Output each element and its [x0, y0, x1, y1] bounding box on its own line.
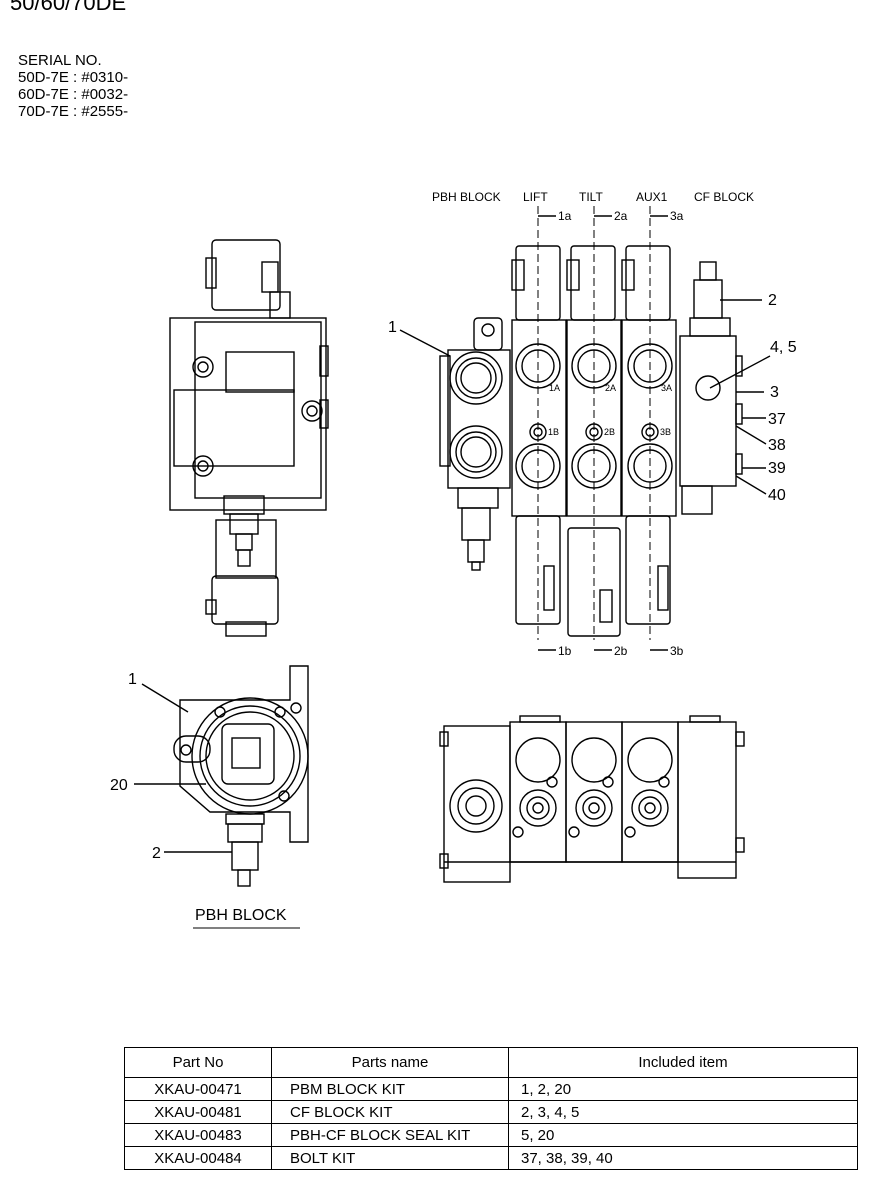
part-no: XKAU-00471	[124, 1077, 272, 1101]
valve-drawing: PBH BLOCK LIFT TILT AUX1 CF BLOCK 1a 2a …	[110, 190, 797, 929]
callout: 37	[768, 411, 786, 428]
port-label: 1A	[549, 383, 560, 393]
column-header: Included item	[508, 1047, 858, 1078]
included-items: 5, 20	[508, 1123, 858, 1147]
table-row: XKAU-00471 PBM BLOCK KIT 1, 2, 20	[124, 1077, 858, 1101]
port-label: 3a	[670, 209, 684, 223]
front-view	[399, 206, 771, 651]
table-row: XKAU-00483 PBH-CF BLOCK SEAL KIT 5, 20	[124, 1123, 858, 1147]
callout: 2	[768, 292, 777, 309]
port-label: 1a	[558, 209, 572, 223]
serial-line: 50D-7E : #0310-	[18, 69, 129, 86]
port-label: 3b	[670, 644, 684, 658]
page-title: 50/60/70DE	[10, 0, 127, 15]
pbh-block-caption: PBH BLOCK	[195, 907, 287, 924]
callout: 4, 5	[770, 339, 797, 356]
label-cf-block: CF BLOCK	[694, 190, 754, 204]
part-name: CF BLOCK KIT	[271, 1100, 509, 1124]
port-label: 1b	[558, 644, 572, 658]
part-name: BOLT KIT	[271, 1146, 509, 1170]
callout: 38	[768, 437, 786, 454]
table-row: XKAU-00484 BOLT KIT 37, 38, 39, 40	[124, 1146, 858, 1170]
column-header: Part No	[124, 1047, 272, 1078]
serial-heading: SERIAL NO.	[18, 52, 102, 69]
parts-table: Part No Parts name Included item XKAU-00…	[124, 1047, 858, 1170]
part-name: PBH-CF BLOCK SEAL KIT	[271, 1123, 509, 1147]
part-no: XKAU-00483	[124, 1123, 272, 1147]
side-view	[169, 239, 329, 637]
callout: 1	[388, 319, 397, 336]
callout: 1	[128, 671, 137, 688]
port-label: 2a	[614, 209, 628, 223]
callout: 40	[768, 487, 786, 504]
callout: 20	[110, 777, 128, 794]
port-label: 2A	[605, 383, 616, 393]
part-name: PBM BLOCK KIT	[271, 1077, 509, 1101]
included-items: 2, 3, 4, 5	[508, 1100, 858, 1124]
table-row: XKAU-00481 CF BLOCK KIT 2, 3, 4, 5	[124, 1100, 858, 1124]
callout: 39	[768, 460, 786, 477]
label-tilt: TILT	[579, 190, 603, 204]
serial-number-block: SERIAL NO. 50D-7E : #0310- 60D-7E : #003…	[18, 52, 128, 120]
callout: 2	[152, 845, 161, 862]
port-label: 3A	[661, 383, 672, 393]
label-pbh-block: PBH BLOCK	[432, 190, 501, 204]
part-no: XKAU-00481	[124, 1100, 272, 1124]
label-aux1: AUX1	[636, 190, 668, 204]
table-header-row: Part No Parts name Included item	[124, 1047, 858, 1078]
port-label: 1B	[548, 427, 559, 437]
port-label: 2b	[614, 644, 628, 658]
included-items: 1, 2, 20	[508, 1077, 858, 1101]
label-lift: LIFT	[523, 190, 548, 204]
included-items: 37, 38, 39, 40	[508, 1146, 858, 1170]
bottom-view	[439, 715, 745, 883]
serial-line: 70D-7E : #2555-	[18, 103, 129, 120]
callout: 3	[770, 384, 779, 401]
part-no: XKAU-00484	[124, 1146, 272, 1170]
port-label: 3B	[660, 427, 671, 437]
column-header: Parts name	[271, 1047, 509, 1078]
section-lift	[511, 245, 567, 625]
serial-line: 60D-7E : #0032-	[18, 86, 129, 103]
pbh-block-view	[134, 665, 309, 929]
port-label: 2B	[604, 427, 615, 437]
